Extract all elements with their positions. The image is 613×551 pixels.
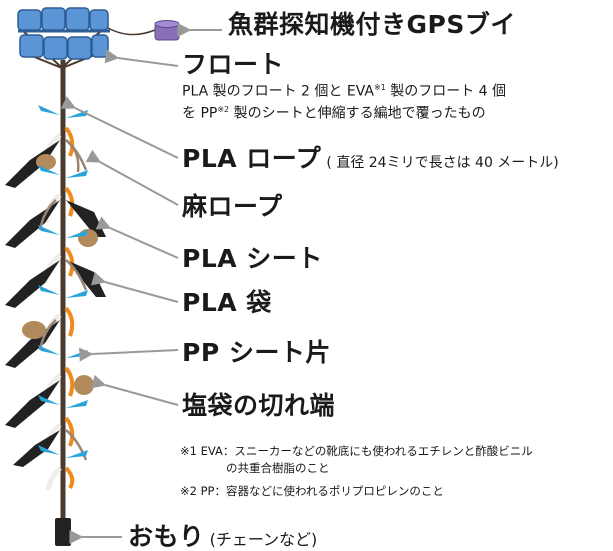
label-hemp-rope: 麻ロープ [182, 192, 283, 221]
arrow-float [104, 49, 179, 67]
label-float: フロート [182, 50, 285, 79]
float-desc-2a: を PP [182, 105, 218, 122]
gps-buoy [107, 20, 180, 41]
label-weight: おもり [128, 522, 205, 551]
float-desc-1a: PLA 製のフロート 2 個と EVA [182, 83, 374, 100]
float-desc-1-note: ※1 [373, 83, 386, 92]
label-weight-row: おもり (チェーンなど) [128, 524, 317, 549]
attached-materials [5, 105, 106, 491]
note-1-line-1: ※1 EVA：スニーカーなどの靴底にも使われるエチレンと酢酸ビニル [180, 444, 533, 458]
arrow-pla-rope [60, 96, 179, 159]
note-1-line-2: の共重合樹脂のこと [226, 461, 330, 475]
label-float-desc-1: PLA 製のフロート 2 個と EVA※1 製のフロート 4 個 [182, 84, 506, 99]
float-desc-1b: 製のフロート 4 個 [385, 83, 507, 100]
label-float-desc-2: を PP※2 製のシートと伸縮する編地で覆ったもの [182, 106, 486, 121]
weight [55, 518, 71, 546]
leader-arrows [60, 23, 222, 544]
label-pla-rope-row: PLA ロープ ( 直径 24ミリで長さは 40 メートル) [182, 146, 559, 171]
arrow-pla-sheet [95, 216, 179, 259]
note-2: ※2 PP：容器などに使われるポリプロピレンのこと [180, 484, 444, 498]
label-pp-sheet: PP シート片 [182, 338, 331, 367]
label-pla-rope-desc: ( 直径 24ミリで長さは 40 メートル) [326, 155, 559, 171]
label-weight-desc: (チェーンなど) [209, 530, 318, 549]
arrow-pp-sheet [79, 347, 179, 362]
label-pla-rope: PLA ロープ [182, 144, 322, 173]
arrow-hemp-rope [85, 149, 179, 206]
arrow-salt-bag [90, 374, 179, 406]
label-pla-bag: PLA 袋 [182, 288, 272, 317]
label-salt-bag: 塩袋の切れ端 [182, 391, 336, 420]
label-buoy: 魚群探知機付きGPSブイ [228, 10, 516, 39]
float-desc-2-note: ※2 [217, 105, 230, 114]
float [17, 7, 110, 70]
label-pla-sheet: PLA シート [182, 244, 323, 273]
arrow-pla-bag [90, 271, 179, 303]
float-desc-2b: 製のシートと伸縮する編地で覆ったもの [229, 105, 486, 122]
